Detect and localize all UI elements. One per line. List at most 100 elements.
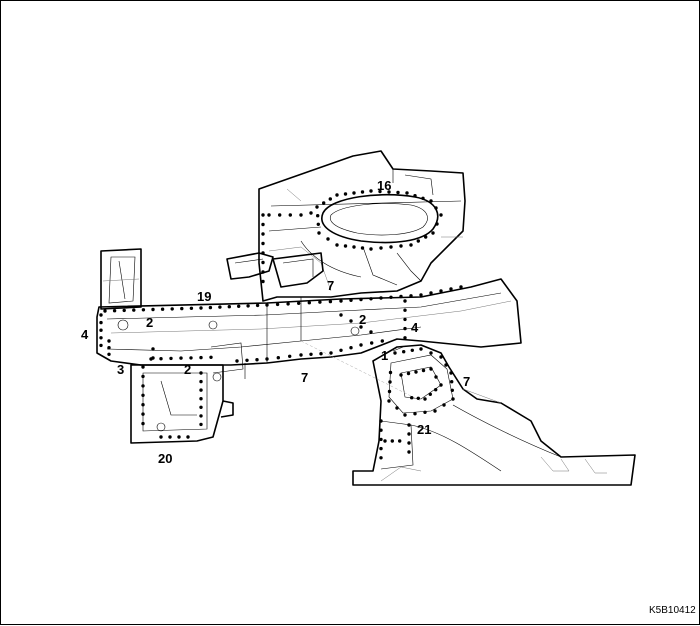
spot-weld-dot (421, 196, 425, 200)
spot-weld-dot (261, 260, 265, 265)
spot-weld-dot (423, 410, 427, 414)
spot-weld-dot (261, 232, 265, 236)
spot-weld-dot (439, 213, 443, 217)
spot-weld-dot (315, 205, 319, 209)
spot-weld-dot (141, 365, 145, 369)
spot-weld-dot (235, 359, 239, 363)
spot-weld-dot (387, 389, 392, 394)
spot-weld-dot (261, 222, 265, 227)
spot-weld-dot (433, 409, 437, 413)
spot-weld-dot (169, 356, 173, 361)
spot-weld-dot (360, 246, 365, 250)
spot-weld-dot (379, 296, 383, 300)
spot-weld-dot (360, 190, 365, 194)
spot-weld-dot (170, 307, 174, 311)
spot-weld-dot (107, 352, 111, 356)
spot-weld-dot (369, 247, 373, 251)
spot-weld-dot (379, 246, 383, 250)
spot-weld-dot (299, 353, 303, 357)
spot-weld-dot (309, 352, 313, 356)
spot-weld-dot (403, 336, 407, 340)
leader-lines (244, 346, 404, 379)
spot-weld-dot (343, 244, 348, 248)
callout-19: 19 (197, 289, 211, 304)
callout-7-right: 7 (463, 374, 470, 389)
spot-weld-dot (403, 317, 407, 322)
front-side-member (96, 278, 522, 366)
spot-weld-dot (369, 297, 373, 301)
spot-weld-dot (297, 301, 301, 305)
spot-weld-dot (409, 243, 413, 247)
spot-weld-dot (177, 435, 181, 439)
spot-weld-dot (288, 354, 292, 358)
spot-weld-dot (449, 371, 453, 375)
spot-weld-dot (359, 297, 363, 302)
callout-21: 21 (417, 422, 431, 437)
spot-weld-dot (199, 414, 203, 418)
spot-weld-dot (379, 428, 383, 432)
spot-weld-dot (410, 348, 414, 352)
spot-weld-dot (99, 320, 103, 325)
spot-weld-dot (329, 351, 333, 355)
spot-weld-dot (428, 392, 432, 396)
spot-weld-dot (431, 231, 435, 235)
spot-weld-dot (199, 379, 203, 384)
callout-2-front: 2 (146, 315, 153, 330)
spot-weld-dot (379, 437, 383, 442)
spot-weld-dot (141, 403, 145, 407)
spot-weld-dot (390, 439, 394, 443)
spot-weld-dot (122, 308, 126, 313)
spot-weld-dot (261, 270, 265, 274)
spot-weld-dot (319, 352, 323, 356)
spot-weld-dot (261, 279, 265, 284)
spot-weld-dot (276, 356, 280, 360)
spot-weld-dot (103, 309, 107, 313)
spot-weld-dot (423, 397, 427, 401)
spot-weld-dot (403, 413, 407, 417)
spot-weld-dot (349, 319, 353, 323)
spot-weld-dot (326, 237, 330, 241)
callout-7-upper: 7 (327, 278, 334, 293)
spot-weld-dot (141, 421, 145, 426)
spot-weld-dot (208, 305, 213, 310)
spot-weld-dot (159, 357, 163, 361)
spot-weld-dot (316, 214, 320, 218)
spot-weld-dot (299, 213, 303, 217)
callout-16: 16 (377, 178, 391, 193)
spot-weld-dot (409, 294, 413, 298)
callout-3: 3 (117, 362, 124, 377)
spot-weld-dot (199, 306, 203, 310)
spot-weld-dot (322, 201, 326, 205)
spot-weld-dot (383, 439, 387, 443)
spot-weld-dot (179, 356, 183, 360)
spot-weld-dot (286, 302, 290, 306)
callout-4-center: 4 (411, 320, 419, 335)
spot-weld-dot (419, 293, 423, 297)
spot-weld-dot (439, 289, 443, 293)
spot-weld-dot (434, 375, 438, 379)
spot-weld-dot (151, 347, 155, 351)
spot-weld-dot (107, 346, 111, 350)
spot-weld-dot (199, 397, 203, 401)
callout-4-front: 4 (81, 327, 89, 342)
spot-weld-dot (450, 380, 454, 384)
spot-weld-dot (387, 399, 391, 403)
spot-weld-dot (278, 213, 282, 217)
spot-weld-dot (444, 363, 448, 367)
spot-weld-dot (168, 435, 172, 439)
spot-weld-dot (389, 245, 393, 249)
spot-weld-dot (429, 367, 433, 371)
spot-weld-dot (309, 211, 313, 215)
spot-weld-dot (389, 295, 393, 299)
spot-weld-dot (199, 355, 203, 360)
spot-weld-dot (307, 301, 311, 305)
spot-weld-dot (335, 193, 339, 197)
spot-weld-dot (343, 192, 348, 196)
spot-weld-dot (378, 189, 382, 194)
spot-weld-dot (255, 358, 259, 362)
spot-weld-dot (395, 406, 399, 410)
spot-weld-dot (388, 380, 392, 384)
spot-weld-dot (434, 388, 438, 392)
spot-weld-dot (189, 356, 193, 360)
spot-weld-dot (442, 403, 446, 407)
